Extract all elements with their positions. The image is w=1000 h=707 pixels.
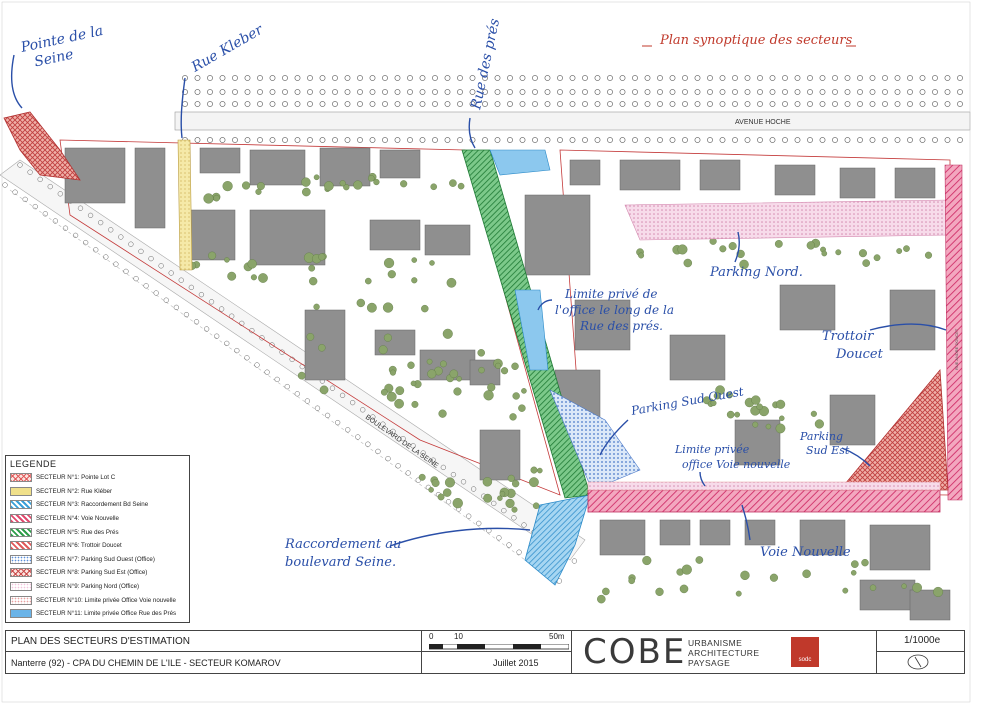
sector-11-limite-rue-des-pres-2 bbox=[514, 289, 549, 371]
legend-item: SECTEUR N°8: Parking Sud Est (Office) bbox=[10, 566, 185, 580]
legend-item: SECTEUR N°10: Limite privée Office Voie … bbox=[10, 593, 185, 607]
plan-title: PLAN DES SECTEURS D'ESTIMATION bbox=[11, 636, 190, 647]
legend-label: SECTEUR N°4: Voie Nouvelle bbox=[36, 515, 119, 523]
scale-label-0: 0 bbox=[429, 632, 434, 641]
legend-swatch bbox=[10, 595, 32, 605]
agency-line-1: URBANISME bbox=[688, 638, 743, 648]
svg-text:office Voie nouvelle: office Voie nouvelle bbox=[682, 458, 791, 471]
legend-swatch bbox=[10, 541, 32, 551]
svg-text:Limite privée: Limite privée bbox=[674, 443, 750, 456]
svg-text:Rue Kleber: Rue Kleber bbox=[188, 21, 267, 76]
cobe-logo: COBE bbox=[583, 632, 687, 672]
legend-swatch bbox=[10, 514, 32, 524]
legend-label: SECTEUR N°1: Pointe Lot C bbox=[36, 474, 116, 482]
legend-label: SECTEUR N°8: Parking Sud Est (Office) bbox=[36, 569, 148, 577]
svg-text:Voie Nouvelle: Voie Nouvelle bbox=[760, 545, 851, 560]
legend-label: SECTEUR N°2: Rue Kléber bbox=[36, 487, 113, 495]
legend-swatch bbox=[10, 486, 32, 496]
legend-item: SECTEUR N°7: Parking Sud Ouest (Office) bbox=[10, 553, 185, 567]
buildings bbox=[64, 147, 951, 621]
plan-scale: 1/1000e bbox=[904, 635, 941, 646]
north-arrow-icon bbox=[907, 654, 929, 670]
scale-label-50: 50m bbox=[549, 632, 565, 641]
svg-text:Sud Est: Sud Est bbox=[806, 444, 850, 457]
legend-item: SECTEUR N°5: Rue des Prés bbox=[10, 525, 185, 539]
agency-line-3: PAYSAGE bbox=[688, 658, 731, 668]
sodc-logo: sodc bbox=[791, 637, 819, 667]
legend-label: SECTEUR N°3: Raccordement Bd Seine bbox=[36, 501, 149, 509]
scale-bar bbox=[429, 644, 569, 650]
avenue-hoche-tree-rows bbox=[174, 75, 971, 143]
legend-item: SECTEUR N°1: Pointe Lot C bbox=[10, 471, 185, 485]
legend-item: SECTEUR N°4: Voie Nouvelle bbox=[10, 512, 185, 526]
svg-text:Doucet: Doucet bbox=[835, 347, 884, 362]
legend-label: SECTEUR N°7: Parking Sud Ouest (Office) bbox=[36, 555, 155, 563]
svg-text:Parking: Parking bbox=[799, 430, 843, 443]
legend-swatch bbox=[10, 568, 32, 578]
title-block: PLAN DES SECTEURS D'ESTIMATION Nanterre … bbox=[5, 630, 965, 674]
sector-10-limite-voie-nouvelle bbox=[587, 481, 941, 491]
legend-label: SECTEUR N°9: Parking Nord (Office) bbox=[36, 583, 140, 591]
svg-text:Limite privé de: Limite privé de bbox=[564, 287, 658, 301]
legend-swatch bbox=[10, 527, 32, 537]
legend-swatch bbox=[10, 609, 32, 619]
scale-label-10: 10 bbox=[454, 632, 463, 641]
label-rue-doucet: RUE ANDRE DOUCET bbox=[954, 328, 959, 370]
legend-label: SECTEUR N°5: Rue des Prés bbox=[36, 528, 119, 536]
project-name: Nanterre (92) - CPA DU CHEMIN DE L'ILE -… bbox=[11, 658, 281, 668]
legend-swatch bbox=[10, 554, 32, 564]
svg-text:Parking Nord.: Parking Nord. bbox=[709, 265, 803, 280]
legend-swatch bbox=[10, 473, 32, 483]
legend-label: SECTEUR N°10: Limite privée Office Voie … bbox=[36, 596, 176, 604]
sector-11-limite-rue-des-pres bbox=[489, 149, 551, 176]
svg-text:Trottoir: Trottoir bbox=[822, 329, 874, 344]
sector-3-raccordement bbox=[524, 494, 591, 586]
legend-label: SECTEUR N°11: Limite privée Office Rue d… bbox=[36, 610, 177, 618]
legend-label: SECTEUR N°6: Trottoir Doucet bbox=[36, 542, 122, 550]
legend-list: SECTEUR N°1: Pointe Lot C SECTEUR N°2: Ru… bbox=[6, 471, 189, 621]
legend-item: SECTEUR N°6: Trottoir Doucet bbox=[10, 539, 185, 553]
sector-9-parking-nord bbox=[624, 199, 951, 241]
svg-text:Rue des prés.: Rue des prés. bbox=[579, 319, 663, 333]
agency-subtitle: URBANISME ARCHITECTURE PAYSAGE bbox=[688, 638, 759, 668]
legend-swatch bbox=[10, 500, 32, 510]
sector-7-parking-sud-ouest bbox=[549, 389, 641, 491]
svg-text:Plan synoptique des secteurs: Plan synoptique des secteurs bbox=[659, 33, 853, 48]
handwritten-title: Plan synoptique des secteurs bbox=[642, 33, 856, 48]
sector-2-rue-kleber bbox=[177, 139, 193, 271]
legend-item: SECTEUR N°2: Rue Kléber bbox=[10, 485, 185, 499]
legend-item: SECTEUR N°9: Parking Nord (Office) bbox=[10, 580, 185, 594]
agency-line-2: ARCHITECTURE bbox=[688, 648, 760, 658]
svg-text:Raccordement au: Raccordement au bbox=[284, 537, 401, 552]
sector-6-trottoir-doucet bbox=[944, 164, 963, 501]
svg-text:Rue des prés: Rue des prés bbox=[468, 17, 503, 112]
legend-item: SECTEUR N°11: Limite privée Office Rue d… bbox=[10, 607, 185, 621]
sector-1-pointe bbox=[3, 111, 81, 181]
svg-text:l'office le long de la: l'office le long de la bbox=[555, 303, 674, 317]
svg-text:boulevard Seine.: boulevard Seine. bbox=[285, 555, 396, 570]
legend-item: SECTEUR N°3: Raccordement Bd Seine bbox=[10, 498, 185, 512]
sector-4-voie-nouvelle bbox=[587, 489, 941, 513]
legend-title: LEGENDE bbox=[10, 459, 57, 469]
label-avenue-hoche: AVENUE HOCHE bbox=[735, 119, 791, 126]
trees bbox=[187, 172, 944, 604]
plan-date: Juillet 2015 bbox=[493, 658, 539, 668]
legend-swatch bbox=[10, 582, 32, 592]
